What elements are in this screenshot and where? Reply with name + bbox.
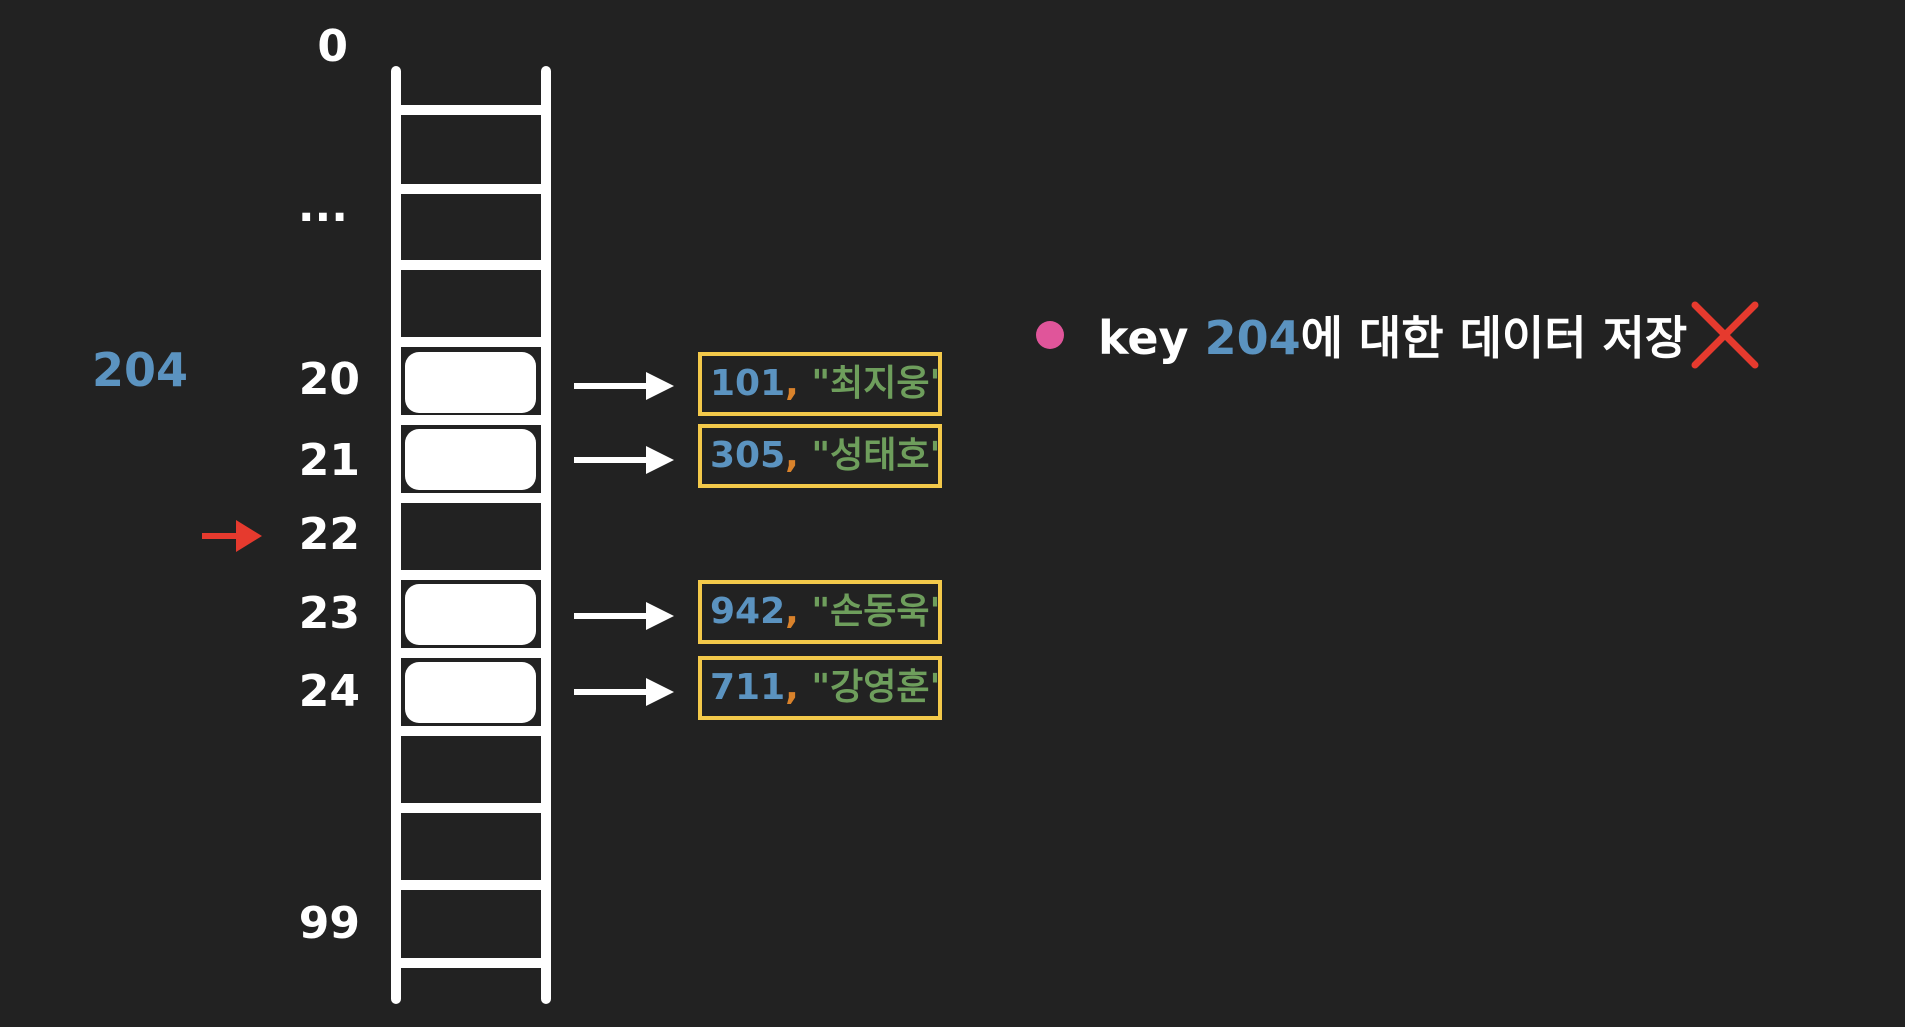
current-index-arrow-icon xyxy=(202,520,262,552)
record-value: "손동욱" xyxy=(811,591,942,632)
note-key: 204 xyxy=(1204,311,1301,365)
record-key: 711 xyxy=(710,667,786,708)
record-key: 942 xyxy=(710,591,786,632)
right-arrow-icon xyxy=(574,446,674,474)
slot-divider xyxy=(396,493,546,503)
right-arrow-icon xyxy=(574,602,674,630)
slot-divider xyxy=(396,726,546,736)
note-prefix: key xyxy=(1098,311,1205,365)
record-value: "최지웅" xyxy=(811,363,942,404)
table-right-rail xyxy=(541,66,551,1004)
storage-note-text: key 204에 대한 데이터 저장 xyxy=(1098,302,1687,368)
record-box-slot-23: 942, "손동욱" xyxy=(698,580,942,644)
right-arrow-icon xyxy=(574,678,674,706)
index-label-99: 99 xyxy=(298,898,360,949)
occupied-slot-24 xyxy=(405,662,536,723)
probe-key-label: 204 xyxy=(92,343,189,397)
record-value: "강영훈" xyxy=(811,667,942,708)
index-label-22: 22 xyxy=(298,509,360,560)
index-label-0: 0 xyxy=(317,21,348,72)
record-comma: , xyxy=(785,363,799,404)
slot-divider xyxy=(396,415,546,425)
record-comma: , xyxy=(785,667,799,708)
slot-divider xyxy=(396,105,546,115)
index-label-20: 20 xyxy=(298,354,360,405)
record-key: 305 xyxy=(710,435,786,476)
slot-divider xyxy=(396,648,546,658)
bullet-icon xyxy=(1036,321,1064,349)
slot-divider xyxy=(396,337,546,347)
record-comma: , xyxy=(785,435,799,476)
record-key: 101 xyxy=(710,363,786,404)
table-left-rail xyxy=(391,66,401,1004)
record-value: "성태호" xyxy=(811,435,942,476)
slot-divider xyxy=(396,570,546,580)
occupied-slot-21 xyxy=(405,429,536,490)
slot-divider xyxy=(396,803,546,813)
index-label-21: 21 xyxy=(298,435,360,486)
index-label-ellipsis: ... xyxy=(297,181,348,232)
record-box-slot-20: 101, "최지웅" xyxy=(698,352,942,416)
index-label-24: 24 xyxy=(298,666,360,717)
slot-divider xyxy=(396,958,546,968)
x-mark-icon xyxy=(1691,301,1759,369)
occupied-slot-23 xyxy=(405,584,536,645)
record-box-slot-21: 305, "성태호" xyxy=(698,424,942,488)
right-arrow-icon xyxy=(574,372,674,400)
occupied-slot-20 xyxy=(405,352,536,413)
slot-divider xyxy=(396,184,546,194)
record-comma: , xyxy=(785,591,799,632)
storage-note: key 204에 대한 데이터 저장 xyxy=(1036,301,1761,369)
record-box-slot-24: 711, "강영훈" xyxy=(698,656,942,720)
note-suffix: 에 대한 데이터 저장 xyxy=(1300,311,1688,365)
slot-divider xyxy=(396,260,546,270)
slot-divider xyxy=(396,880,546,890)
index-label-23: 23 xyxy=(298,588,360,639)
